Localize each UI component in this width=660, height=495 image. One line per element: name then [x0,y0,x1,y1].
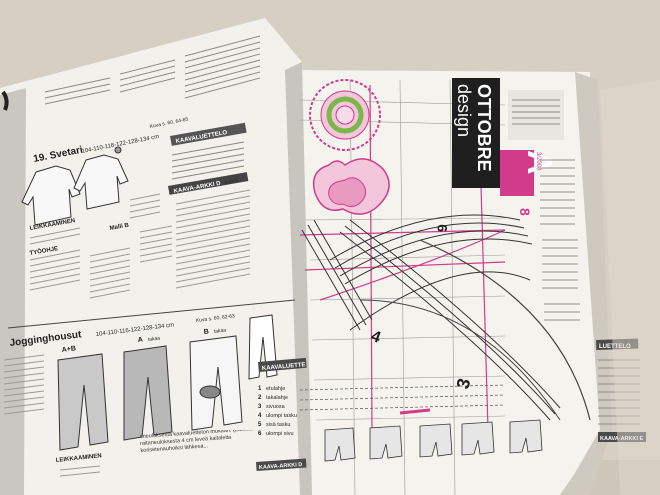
bottom-note: rineuloksesta kaavaluettelon mukaan. (La… [140,430,253,454]
part-label-1: etulahje [266,386,285,392]
part-label-4: ulompi tasku [266,413,297,419]
bottom-note-wrap: rineuloksesta kaavaluettelon mukaan. (La… [140,430,253,454]
parts-list: 1 etulahje 2 takalahje 3 sivuosa 4 ulomp… [258,386,297,437]
kaava-arkki-d2: KAAVA-ARKKI D [259,462,303,471]
pattern-number-3: 3 [453,376,475,391]
left-page-edge [0,88,26,495]
kaava-arkki-d2-header [255,458,307,471]
brand-bottom: design [454,84,474,137]
variant-b-label: B [203,328,209,336]
sheet-number: 8 [517,208,533,216]
variant-ab-label: A+B [61,345,76,354]
left-text-blocks [44,35,261,105]
kaavaluettelo2-header [258,357,307,372]
variant-b-sub: takaa [214,328,227,335]
ottobre-logo: OTTOBRE design A 3/2008 8 [452,78,558,216]
right-edge-carpet [600,80,660,495]
part-num-6: 6 [258,431,262,437]
kaavaluettelo2-label: KAAVALUETTE [262,362,306,372]
part-label-5: sisä tasku [266,422,290,428]
brand-top: OTTOBRE [474,84,494,172]
pants-illustrations [57,314,278,451]
variant-a-sub: takaa [148,336,161,343]
issue-number: 3/2008 [535,152,541,171]
part-num-3: 3 [258,404,262,410]
part-label-6: ulompi sivu [266,431,294,437]
kaava-arkki-d-suffix: musta [224,178,239,186]
pattern-sheet [299,79,591,495]
leikkaaminen2-label: LEIKKAAMINEN [56,453,102,464]
part-num-5: 5 [258,422,262,428]
right-column-text [508,90,580,321]
sweater-illustrations [21,146,129,226]
variant-a-label: A [137,336,143,344]
part-num-1: 1 [258,386,262,392]
gutter-shadow [285,62,312,495]
part-num-2: 2 [258,395,262,401]
joggings-ref: Kuva s. 60, 62-63 [196,313,236,324]
tyoohje-label: TYÖOHJE [29,245,58,257]
instruction-text [29,189,251,299]
grain-line-marker [399,408,431,415]
sizes-column [3,354,101,477]
part-num-4: 4 [258,413,262,419]
right-page-edge [562,72,612,495]
section-divider [7,299,296,329]
sheet-letter: A [520,150,558,175]
page-corner-mark [1,90,9,111]
pattern-number-9: 9 [434,224,450,232]
malli-label: Malli B [109,223,130,232]
part-label-3: sivuosa [266,404,286,410]
part-label-2: takalahje [266,395,288,401]
